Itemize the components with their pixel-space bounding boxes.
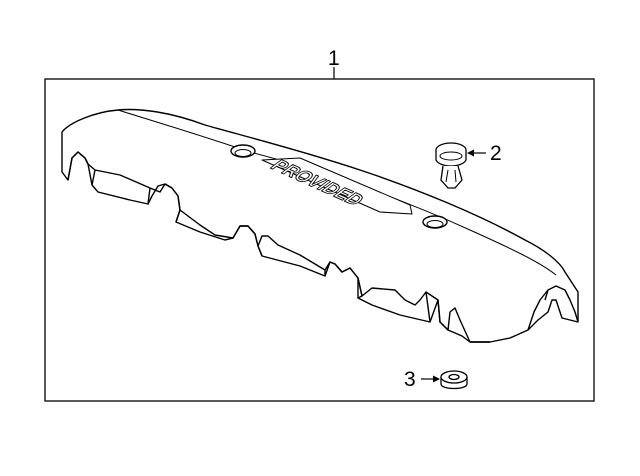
callout-3-label: 3 xyxy=(404,368,416,391)
callout-2-arrow xyxy=(467,149,486,157)
callout-2-label: 2 xyxy=(490,142,502,165)
diagram-frame xyxy=(44,78,595,402)
mount-hole xyxy=(230,144,256,158)
push-clip-part xyxy=(435,142,467,189)
callout-1-label: 1 xyxy=(328,47,340,70)
mount-hole xyxy=(422,215,448,229)
grommet-part xyxy=(440,370,468,390)
callout-3-arrow xyxy=(421,375,440,383)
engine-cover-part: PROVIDED xyxy=(61,108,579,343)
